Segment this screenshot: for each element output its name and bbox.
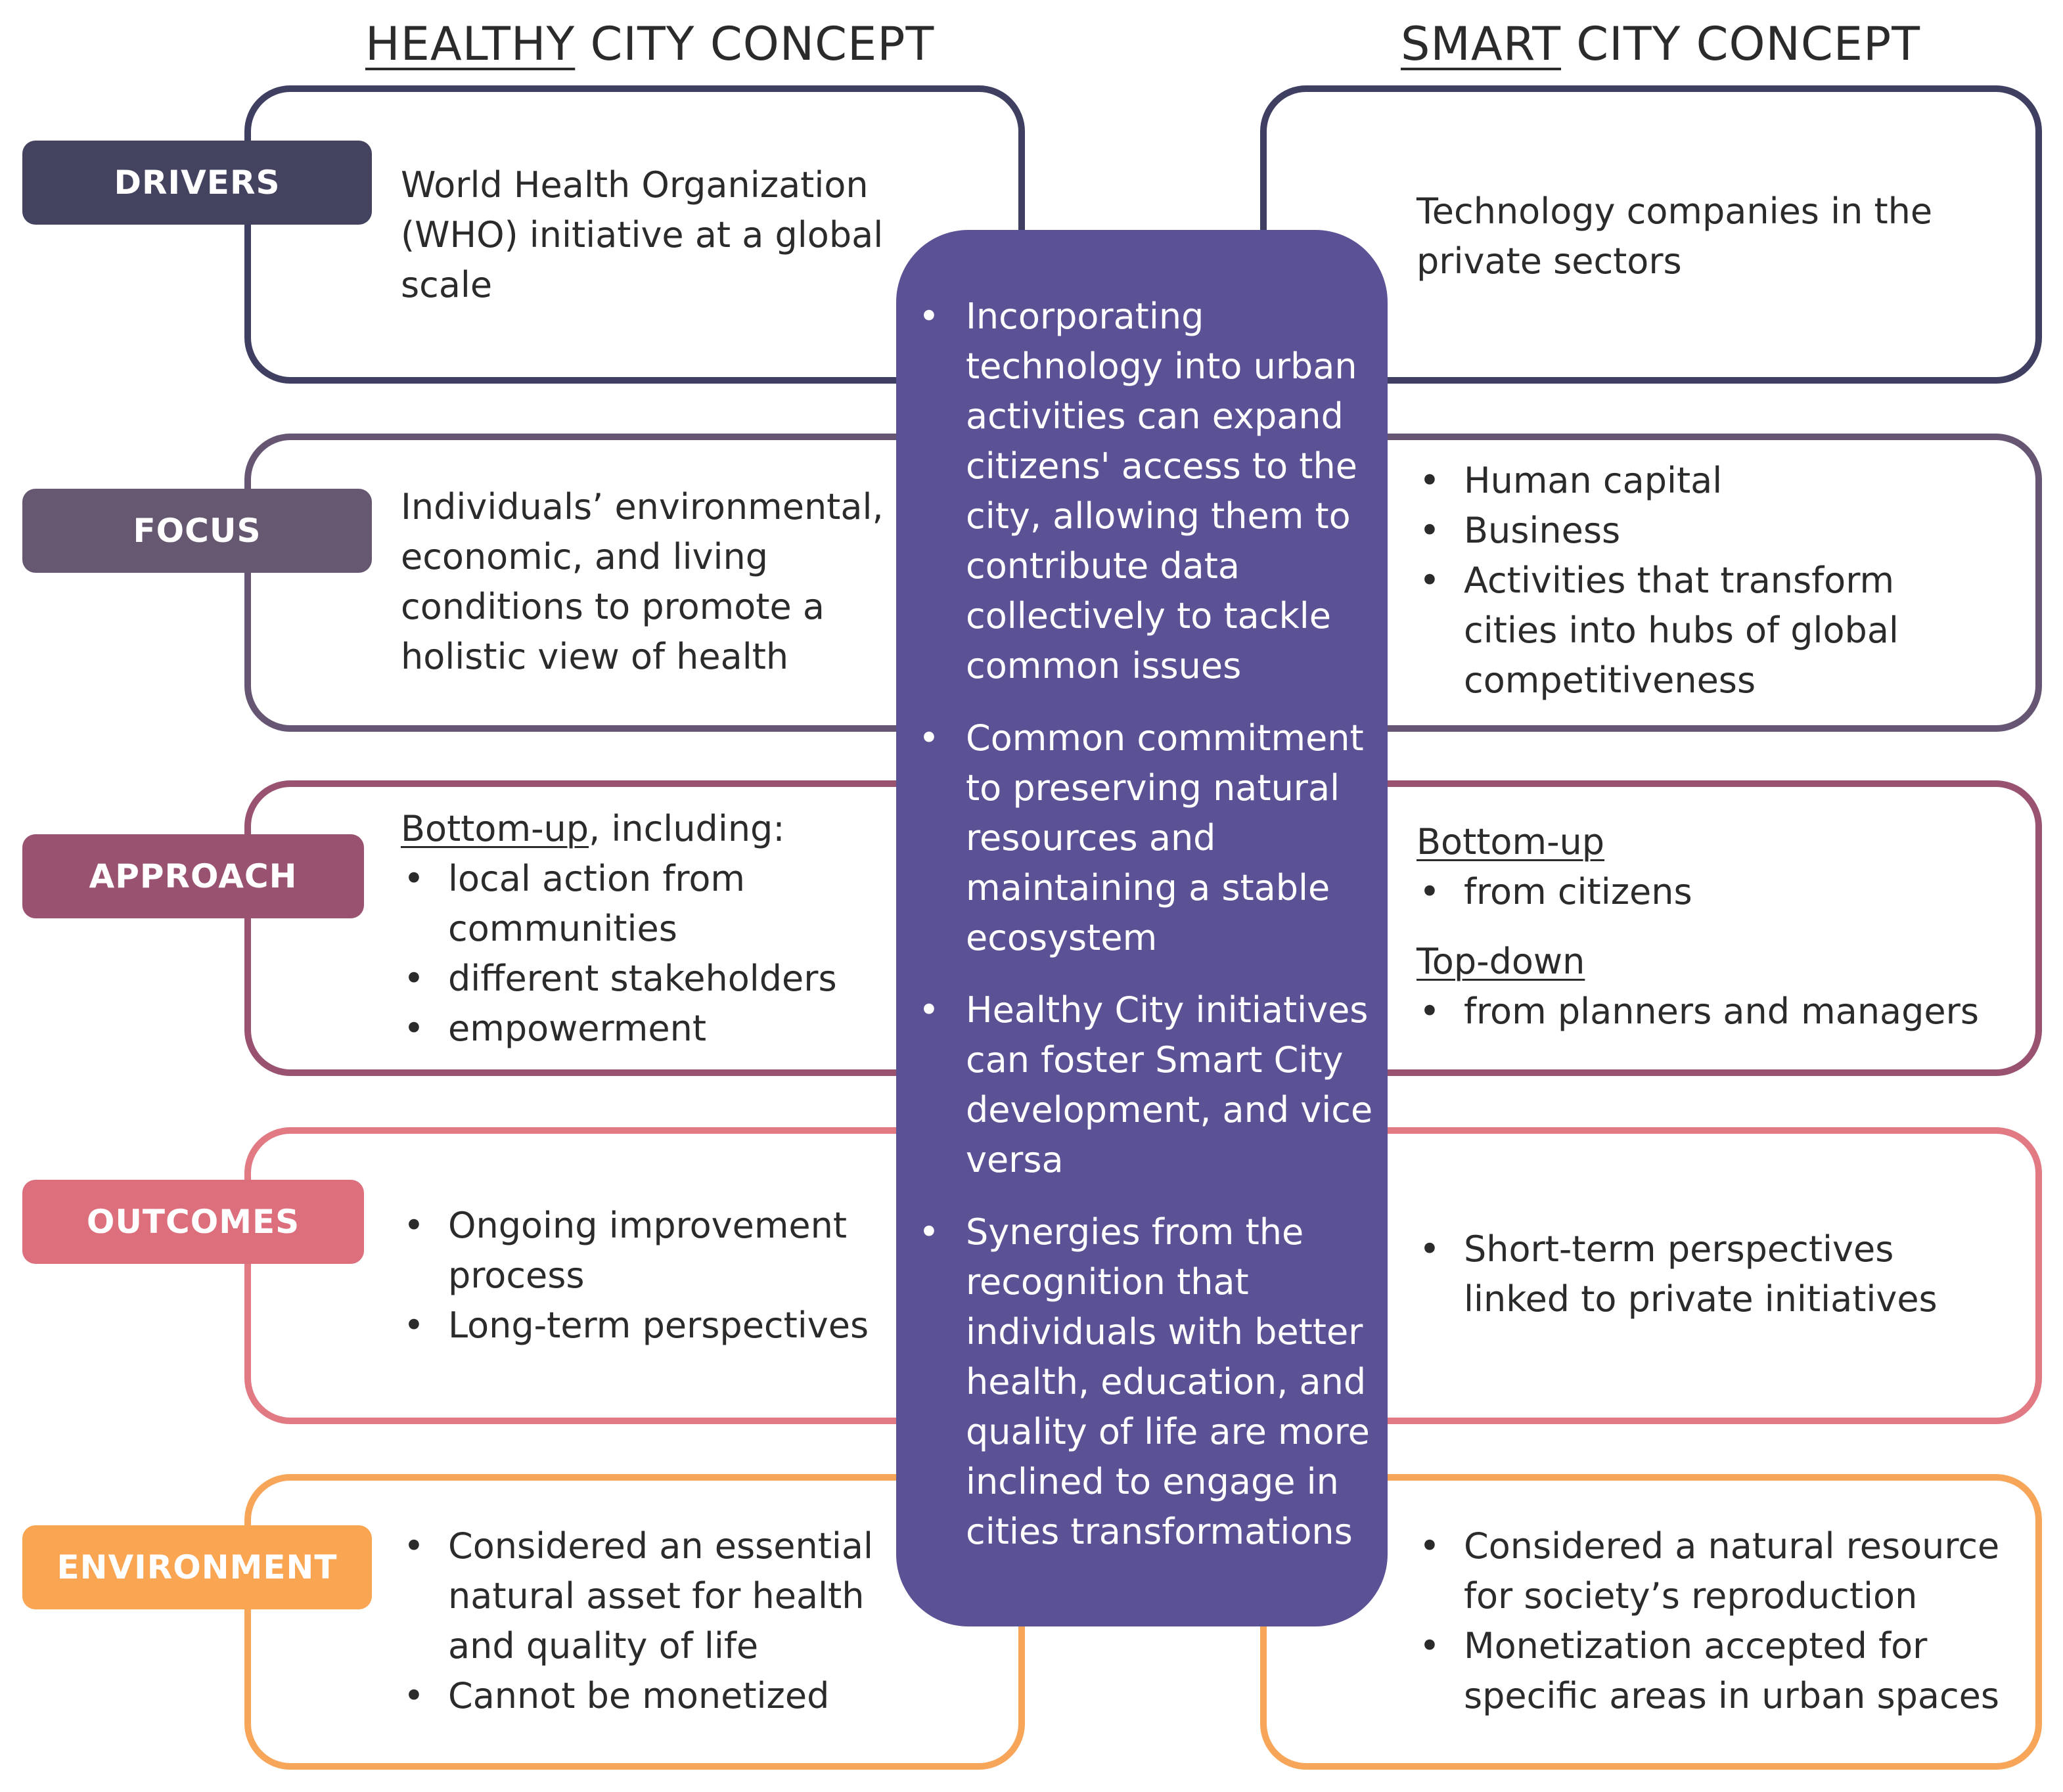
smart-header-prefix: SMART	[1401, 17, 1562, 71]
text-line: inclined to engage in	[966, 1461, 1339, 1502]
text-line: linked to private initiatives	[1464, 1278, 1938, 1320]
text-line: resources and	[966, 817, 1216, 859]
outcomes-label: OUTCOMES	[22, 1180, 364, 1264]
text-line: process	[448, 1255, 585, 1296]
text-line: collectively to tackle	[966, 595, 1331, 637]
focus-label: FOCUS	[22, 489, 372, 573]
text-line: cities into hubs of global	[1464, 610, 1899, 651]
list-item: Long-term perspectives	[401, 1301, 869, 1351]
text-line: private sectors	[1417, 240, 1682, 282]
center-bullet: Incorporating technology into urban acti…	[896, 292, 1374, 691]
text-line: conditions to promote a	[401, 586, 825, 627]
list-item: Business	[1417, 506, 1899, 556]
environment-label: ENVIRONMENT	[22, 1525, 372, 1609]
text-line: cities transformations	[966, 1511, 1353, 1552]
list-item: Ongoing improvement	[401, 1201, 869, 1251]
healthy-environment-list: Considered an essential natural asset fo…	[401, 1521, 873, 1721]
smart-outcomes-box	[1260, 1127, 2042, 1424]
text-line: quality of life are more	[966, 1411, 1370, 1452]
text-line: individuals with better	[966, 1311, 1363, 1353]
smart-focus-list: Human capital Business Activities that t…	[1417, 456, 1899, 706]
text-line: holistic view of health	[401, 636, 789, 677]
list-item: from citizens	[1417, 867, 1979, 917]
list-item: Considered a natural resource	[1417, 1521, 1999, 1571]
bottom-up-heading: Bottom-up	[1417, 821, 1605, 862]
smart-outcomes-list: Short-term perspectives linked to privat…	[1417, 1224, 1938, 1324]
smart-drivers-box	[1260, 85, 2042, 384]
healthy-header-suffix: CITY CONCEPT	[590, 17, 935, 71]
text-line: maintaining a stable	[966, 867, 1330, 908]
list-item: Human capital	[1417, 456, 1899, 506]
text-line: natural asset for health	[448, 1575, 865, 1617]
smart-drivers-text: Technology companies in the private sect…	[1417, 187, 1932, 286]
text-line: health, education, and	[966, 1361, 1367, 1402]
text-line: Technology companies in the	[1417, 190, 1933, 232]
center-bullet: Common commitment to preserving natural …	[896, 713, 1374, 963]
text-line: economic, and living	[401, 536, 769, 577]
approach-label: APPROACH	[22, 834, 364, 918]
text-line: Incorporating	[966, 296, 1204, 337]
text-line: and quality of life	[448, 1625, 759, 1667]
text-line: to preserving natural	[966, 767, 1340, 809]
healthy-drivers-box	[244, 85, 1025, 384]
center-synergy-panel: Incorporating technology into urban acti…	[896, 230, 1388, 1626]
healthy-focus-box	[244, 434, 1025, 732]
text-line: city, allowing them to	[966, 495, 1351, 537]
list-item: empowerment	[401, 1004, 837, 1054]
center-bullet: Healthy City initiatives can foster Smar…	[896, 985, 1374, 1185]
list-item: Cannot be monetized	[401, 1671, 873, 1721]
text-line: ecosystem	[966, 917, 1158, 958]
text-line: recognition that	[966, 1261, 1249, 1303]
bottom-up-term: Bottom-up	[401, 808, 589, 849]
smart-environment-list: Considered a natural resource for societ…	[1417, 1521, 1999, 1721]
list-item: local action from	[401, 854, 837, 904]
text-line: contribute data	[966, 545, 1240, 587]
list-item: Monetization accepted for	[1417, 1621, 1999, 1671]
top-down-heading: Top-down	[1417, 941, 1585, 982]
list-item: from planners and managers	[1417, 987, 1979, 1037]
list-item: Activities that transform	[1417, 556, 1899, 606]
text-line: development, and vice	[966, 1089, 1373, 1131]
text-line: (WHO) initiative at a global	[401, 214, 884, 256]
text-line: Synergies from the	[966, 1211, 1304, 1253]
list-item: Considered an essential	[401, 1521, 873, 1571]
text-line: Healthy City initiatives	[966, 989, 1369, 1031]
text-line: citizens' access to the	[966, 445, 1357, 487]
text-line: technology into urban	[966, 346, 1357, 387]
healthy-focus-text: Individuals’ environmental, economic, an…	[401, 482, 884, 682]
healthy-outcomes-list: Ongoing improvement process Long-term pe…	[401, 1201, 869, 1351]
list-item: different stakeholders	[401, 954, 837, 1004]
healthy-approach-text: Bottom-up, including: local action from …	[401, 804, 837, 1054]
text-line: Common commitment	[966, 717, 1364, 759]
heading-rest: , including:	[589, 808, 785, 849]
text-line: World Health Organization	[401, 164, 869, 206]
smart-approach-text: Bottom-up from citizens Top-down from pl…	[1417, 817, 1979, 1037]
healthy-approach-box	[244, 780, 1025, 1076]
healthy-city-header: HEALTHY CITY CONCEPT	[365, 17, 934, 71]
healthy-header-prefix: HEALTHY	[365, 17, 576, 71]
healthy-outcomes-box	[244, 1127, 1025, 1424]
text-line: versa	[966, 1139, 1064, 1180]
text-line: communities	[448, 908, 677, 949]
text-line: common issues	[966, 645, 1242, 686]
list-item: Short-term perspectives	[1417, 1224, 1938, 1274]
text-line: Individuals’ environmental,	[401, 486, 884, 527]
text-line: specific areas in urban spaces	[1464, 1675, 2000, 1716]
text-line: scale	[401, 264, 493, 305]
drivers-label: DRIVERS	[22, 141, 372, 225]
smart-header-suffix: CITY CONCEPT	[1576, 17, 1921, 71]
text-line: activities can expand	[966, 395, 1344, 437]
text-line: can foster Smart City	[966, 1039, 1344, 1081]
text-line: competitiveness	[1464, 660, 1756, 701]
text-line: for society’s reproduction	[1464, 1575, 1918, 1617]
smart-city-header: SMART CITY CONCEPT	[1401, 17, 1920, 71]
approach-heading: Bottom-up, including:	[401, 804, 837, 854]
healthy-drivers-text: World Health Organization (WHO) initiati…	[401, 160, 883, 310]
center-bullet: Synergies from the recognition that indi…	[896, 1207, 1374, 1557]
